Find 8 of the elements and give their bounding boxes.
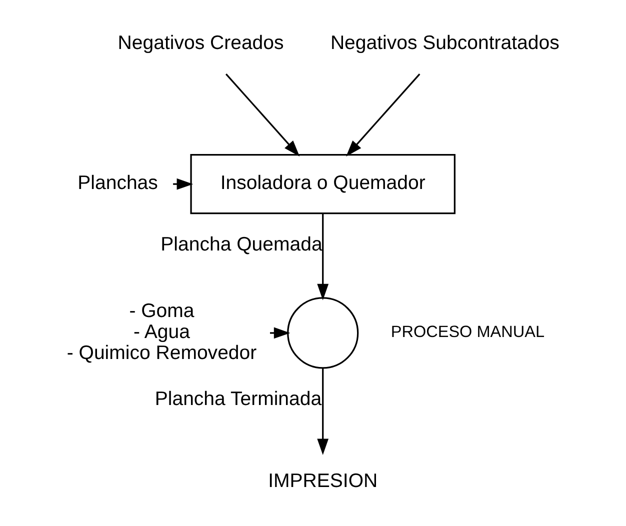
edge-label: Plancha Terminada [154,388,322,410]
node-text: Negativos Subcontratados [330,32,559,54]
edge-label: Plancha Quemada [160,234,322,256]
node-text: IMPRESION [268,470,378,492]
node-text: Planchas [77,172,158,194]
node-text: Negativos Creados [117,32,284,54]
node-label: PROCESO MANUAL [390,323,544,342]
node-text: - Goma - Agua - Quimico Removedor [66,300,256,364]
